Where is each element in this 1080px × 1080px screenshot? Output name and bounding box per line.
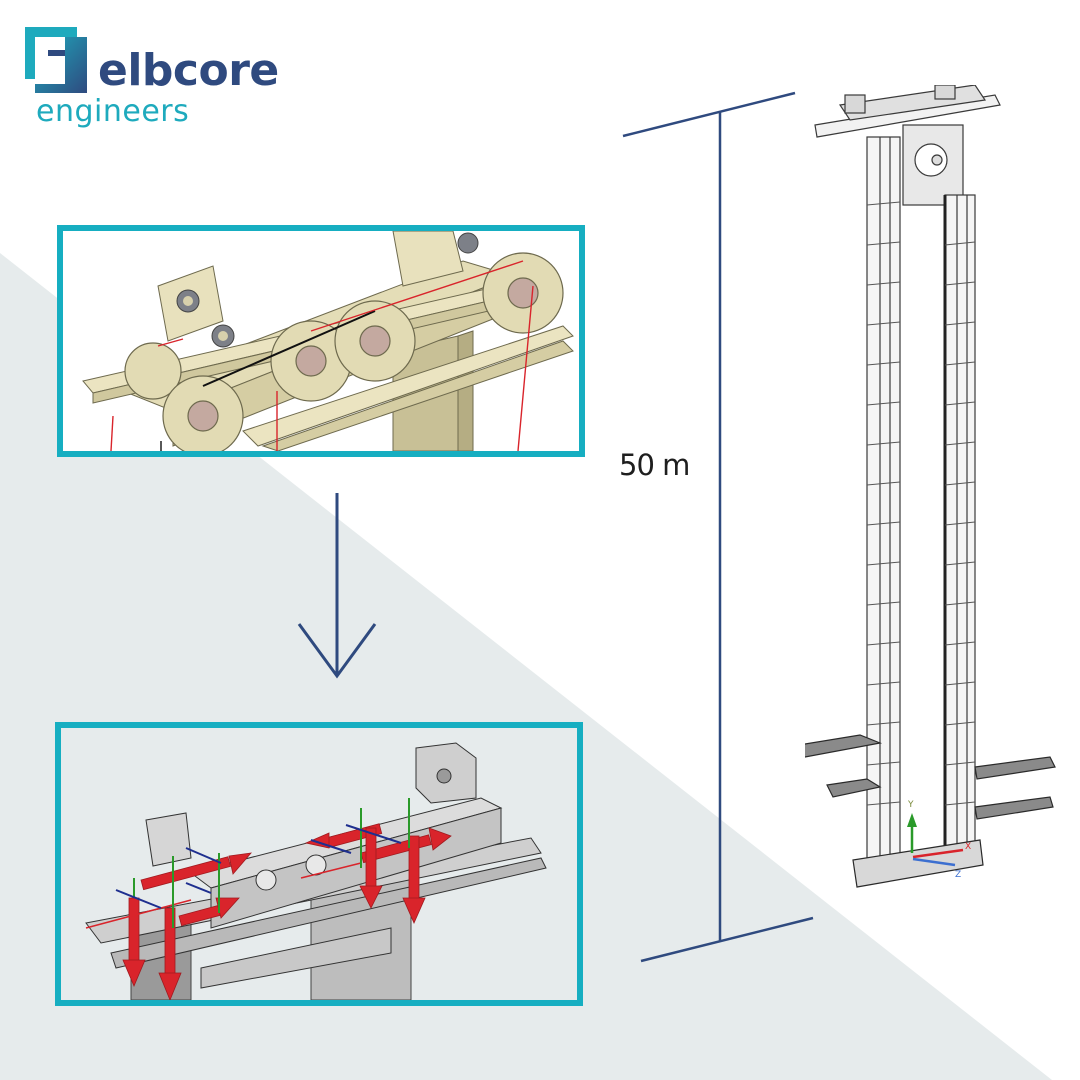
force-vector-model-illustration bbox=[61, 728, 577, 1000]
axis-triad-icon: Y X Z bbox=[907, 800, 971, 880]
svg-text:Z: Z bbox=[955, 870, 961, 880]
logo-e-mark-icon bbox=[25, 27, 87, 93]
svg-text:X: X bbox=[965, 842, 971, 852]
sheave-assembly-cad-panel bbox=[57, 225, 585, 457]
structural-analysis-panel bbox=[55, 722, 583, 1006]
height-dimension-label: 50 m bbox=[619, 448, 690, 482]
company-logo: elbcore engineers bbox=[25, 27, 325, 137]
svg-text:Y: Y bbox=[907, 800, 914, 810]
sheave-assembly-illustration bbox=[63, 231, 579, 451]
lift-tower-illustration: Y X Z bbox=[805, 85, 1056, 888]
logo-wordmark: elbcore bbox=[98, 45, 279, 96]
logo-tagline: engineers bbox=[36, 94, 190, 129]
